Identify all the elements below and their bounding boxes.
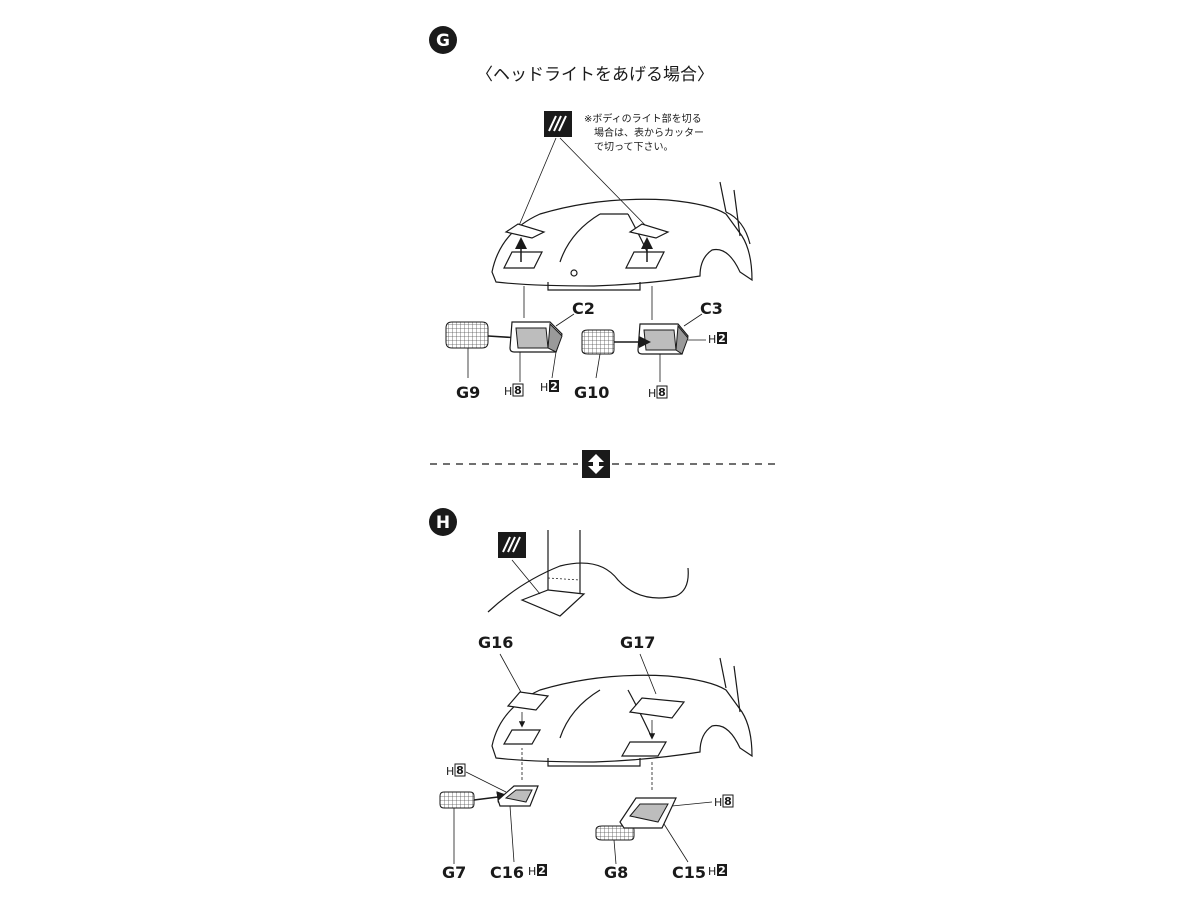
ref-h2-a: H 2	[540, 380, 559, 394]
ref-h2-c-num: 2	[538, 864, 546, 877]
part-c3-housing	[637, 323, 689, 355]
ref-h2-b: H 2	[708, 332, 727, 346]
ref-h2-a-letter: H	[540, 381, 548, 394]
part-g9-lens	[445, 321, 489, 349]
ref-h8-a-letter: H	[504, 385, 512, 398]
cut-leader-lines	[517, 137, 649, 229]
ref-h8-c: H 8	[446, 763, 466, 778]
step-badge-g: G	[429, 26, 457, 54]
part-c15-housing	[619, 797, 677, 829]
label-c16: C16	[490, 863, 524, 882]
swap-arrows-icon	[582, 450, 610, 478]
cut-note-line-1: ※ボディのライト部を切る	[584, 112, 702, 125]
label-c15: C15	[672, 863, 706, 882]
cut-knife-icon	[544, 111, 572, 137]
part-g10-lens	[581, 329, 615, 355]
car-body-front-g	[491, 181, 753, 291]
ref-h2-c: H 2	[528, 864, 547, 878]
section-g-title: 〈ヘッドライトをあげる場合〉	[476, 65, 714, 85]
ref-h2-a-num: 2	[550, 380, 558, 393]
label-c2: C2	[572, 299, 595, 318]
label-g16: G16	[478, 633, 513, 652]
ref-h8-a-num: 8	[514, 384, 522, 397]
label-g9: G9	[456, 383, 480, 402]
ref-h2-d-letter: H	[708, 865, 716, 878]
car-body-front-h	[491, 657, 753, 767]
step-badge-g-label: G	[436, 31, 450, 51]
ref-h8-d: H 8	[714, 794, 734, 809]
cut-note-line-2: 場合は、表からカッター	[594, 126, 704, 139]
ref-h2-b-num: 2	[718, 332, 726, 345]
ref-h8-c-letter: H	[446, 765, 454, 778]
part-c2-housing	[509, 321, 563, 353]
label-g10: G10	[574, 383, 609, 402]
option-divider	[430, 450, 776, 478]
label-g17: G17	[620, 633, 655, 652]
label-c3: C3	[700, 299, 723, 318]
ref-h8-b-letter: H	[648, 387, 656, 400]
ref-h2-d-num: 2	[718, 864, 726, 877]
label-g7: G7	[442, 863, 466, 882]
step-badge-h: H	[429, 508, 457, 536]
ref-h8-a: H 8	[504, 383, 524, 398]
ref-h8-c-num: 8	[456, 764, 464, 777]
section-h: H G16 G17	[429, 508, 753, 882]
ref-h8-b: H 8	[648, 385, 668, 400]
cut-note-line-3: で切って下さい。	[594, 141, 674, 153]
step-badge-h-label: H	[436, 513, 450, 533]
cut-knife-icon-h	[498, 532, 526, 558]
part-c16-housing	[497, 785, 539, 807]
cut-note: ※ボディのライト部を切る 場合は、表からカッター で切って下さい。	[584, 112, 704, 153]
ref-h8-d-letter: H	[714, 796, 722, 809]
section-g: G 〈ヘッドライトをあげる場合〉 ※ボディのライト部を切る 場合は、表からカッタ…	[429, 26, 753, 402]
ref-h2-c-letter: H	[528, 865, 536, 878]
part-g7-lens	[439, 791, 475, 809]
ref-h8-b-num: 8	[658, 386, 666, 399]
cutting-detail	[487, 530, 689, 617]
label-g8: G8	[604, 863, 628, 882]
ref-h8-d-num: 8	[724, 795, 732, 808]
ref-h2-d: H 2	[708, 864, 727, 878]
ref-h2-b-letter: H	[708, 333, 716, 346]
